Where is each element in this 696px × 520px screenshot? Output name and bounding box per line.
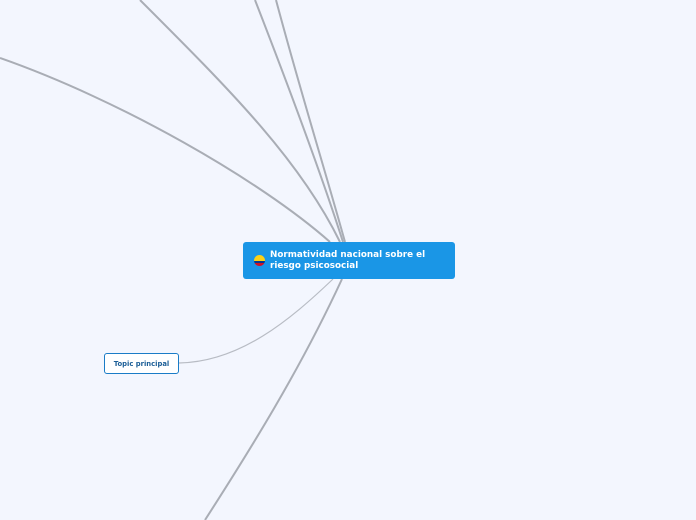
connector-line	[139, 0, 341, 243]
central-topic[interactable]: Normatividad nacional sobre el riesgo ps…	[243, 242, 455, 279]
connector-line	[204, 278, 343, 520]
central-topic-label: Normatividad nacional sobre el riesgo ps…	[270, 250, 426, 271]
connector-line	[275, 0, 346, 243]
connector-line	[0, 57, 331, 243]
connector-line	[254, 0, 344, 243]
subtopic-label: Topic principal	[113, 359, 170, 368]
colombia-flag-icon	[254, 255, 265, 266]
connector-line	[178, 278, 334, 364]
topic-principal[interactable]: Topic principal	[104, 353, 179, 374]
